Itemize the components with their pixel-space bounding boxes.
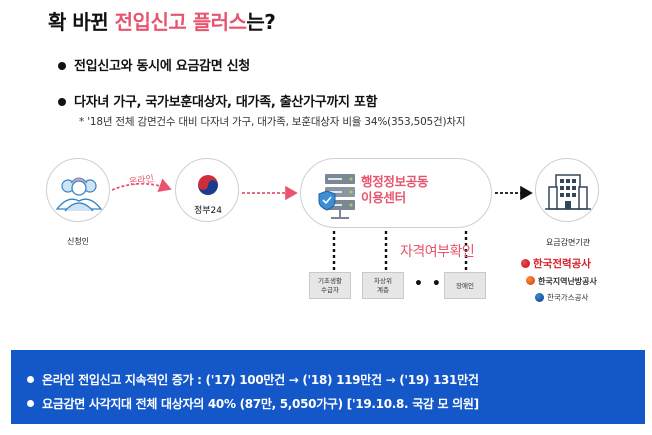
box-line: 계층 [377, 286, 389, 294]
bullet-item-1: 전입신고와 동시에 요금감면 신청 [58, 55, 250, 74]
logo-text: 한국지역난방공사 [538, 277, 597, 286]
banner-text: 요금감면 사각지대 전체 대상자의 40% (87만, 5,050가구) ['1… [42, 397, 479, 411]
banner-text: 온라인 전입신고 지속적인 증가 : ('17) 100만건 → ('18) 1… [42, 373, 479, 387]
server-shield-icon [318, 174, 355, 219]
org-circle [535, 158, 599, 222]
building-icon [545, 174, 591, 210]
applicant-label: 신청인 [66, 237, 90, 246]
logo-kogas: 한국가스공사 [535, 292, 588, 303]
center-title: 행정정보공동 이용센터 [361, 174, 429, 206]
kogas-logo-icon [535, 292, 544, 302]
gov24-emblem-icon [198, 175, 218, 195]
kdhc-logo-icon [526, 276, 535, 285]
flow-connectors [111, 178, 533, 270]
gov24-label: 정부24 [193, 206, 222, 216]
title-highlight: 전입신고 플러스 [114, 10, 247, 34]
logo-text: 한국전력공사 [533, 258, 591, 270]
target-box-disabled: 장애인 [444, 272, 486, 299]
bullet-dot-icon [58, 97, 66, 106]
box-line: 기초생활 [318, 277, 342, 285]
target-box-basic-livelihood: 기초생활 수급자 [309, 272, 351, 299]
target-box-near-poverty: 차상위 계층 [362, 272, 404, 299]
footnote: * '18년 전체 감면건수 대비 다자녀 가구, 대가족, 보훈대상자 비율 … [79, 116, 466, 128]
bullet-dot-icon [27, 376, 34, 383]
logo-kepco: 한국전력공사 [521, 256, 591, 271]
gov24-circle [175, 158, 239, 222]
kepco-logo-icon [521, 258, 530, 268]
box-line: 장애인 [456, 282, 474, 290]
banner-line-2: 요금감면 사각지대 전체 대상자의 40% (87만, 5,050가구) ['1… [27, 395, 479, 412]
center-title-line2: 이용센터 [361, 190, 406, 205]
page-title: 확 바뀐 전입신고 플러스는? [48, 6, 276, 35]
logo-kdhc: 한국지역난방공사 [526, 276, 597, 287]
title-prefix: 확 바뀐 [48, 10, 115, 34]
verify-label: 자격여부확인 [400, 244, 475, 260]
people-icon [55, 177, 103, 212]
center-title-line1: 행정정보공동 [361, 174, 429, 189]
box-line: 차상위 [374, 277, 392, 285]
applicant-circle [46, 158, 110, 222]
title-suffix: 는? [246, 10, 276, 34]
bullet-text: 다자녀 가구, 국가보훈대상자, 대가족, 출산가구까지 포함 [74, 95, 378, 110]
box-line: 수급자 [321, 286, 339, 294]
logo-text: 한국가스공사 [547, 293, 589, 302]
org-label: 요금감면기관 [545, 238, 591, 247]
info-banner: 온라인 전입신고 지속적인 증가 : ('17) 100만건 → ('18) 1… [11, 350, 645, 424]
bullet-dot-icon [58, 61, 66, 70]
center-pill: 행정정보공동 이용센터 [300, 158, 492, 228]
bullet-text: 전입신고와 동시에 요금감면 신청 [74, 59, 250, 74]
bullet-dot-icon [27, 400, 34, 407]
banner-line-1: 온라인 전입신고 지속적인 증가 : ('17) 100만건 → ('18) 1… [27, 371, 479, 388]
bullet-item-2: 다자녀 가구, 국가보훈대상자, 대가족, 출산가구까지 포함 [58, 91, 378, 110]
